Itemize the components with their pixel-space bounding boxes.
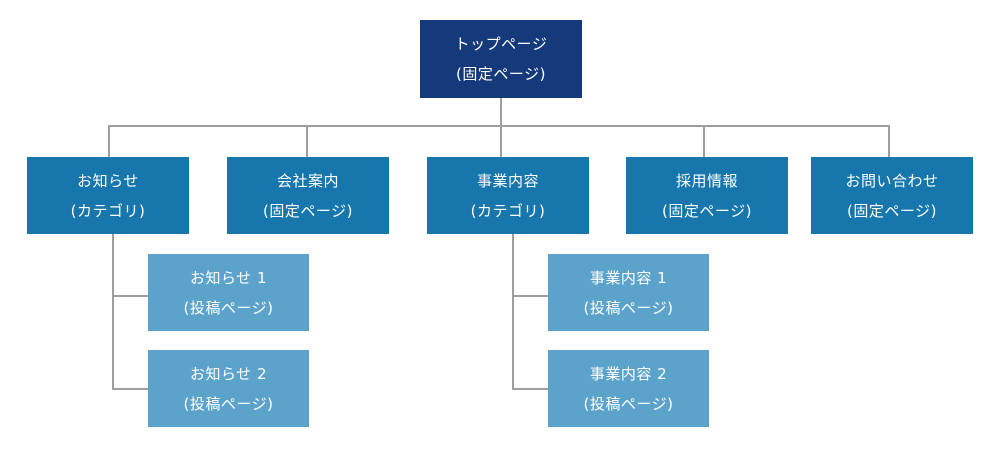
node-type: (投稿ページ) [183,298,274,317]
node-title: 採用情報 [675,171,738,190]
node-company: 会社案内 (固定ページ) [227,157,389,234]
connector-news-child-2 [112,388,148,390]
connector-business-child-2 [512,388,548,390]
node-business: 事業内容 (カテゴリ) [427,157,589,234]
connector-news-child-1 [112,295,148,297]
connector-horizontal [108,125,890,127]
connector-to-contact [888,125,890,157]
connector-business-child-1 [512,295,548,297]
connector-news-children [112,234,114,390]
connector-to-news [108,125,110,157]
node-top-page: トップページ (固定ページ) [420,20,582,98]
node-contact: お問い合わせ (固定ページ) [811,157,973,234]
node-title: トップページ [454,35,548,53]
node-recruit: 採用情報 (固定ページ) [626,157,788,234]
node-news: お知らせ (カテゴリ) [27,157,189,234]
node-type: (カテゴリ) [470,201,546,220]
node-type: (固定ページ) [662,201,752,220]
node-business-2: 事業内容 2 (投稿ページ) [548,350,709,427]
node-type: (固定ページ) [263,201,353,220]
node-type: (投稿ページ) [583,394,674,413]
node-type: (固定ページ) [847,201,937,220]
node-business-1: 事業内容 1 (投稿ページ) [548,254,709,331]
node-type: (投稿ページ) [583,298,674,317]
connector-to-recruit [703,125,705,157]
connector-to-company [306,125,308,157]
node-type: (固定ページ) [456,65,546,83]
connector-business-children [512,234,514,390]
node-title: 事業内容 1 [589,268,668,287]
node-type: (カテゴリ) [70,201,146,220]
node-news-1: お知らせ 1 (投稿ページ) [148,254,309,331]
connector-root-down [500,98,502,127]
connector-to-business [500,125,502,157]
node-type: (投稿ページ) [183,394,274,413]
node-title: お問い合わせ [845,171,939,190]
node-title: 事業内容 2 [589,364,668,383]
node-title: お知らせ 1 [189,268,267,287]
node-news-2: お知らせ 2 (投稿ページ) [148,350,309,427]
node-title: お知らせ [77,171,139,190]
node-title: 事業内容 [476,171,539,190]
node-title: 会社案内 [276,171,339,190]
node-title: お知らせ 2 [189,364,267,383]
